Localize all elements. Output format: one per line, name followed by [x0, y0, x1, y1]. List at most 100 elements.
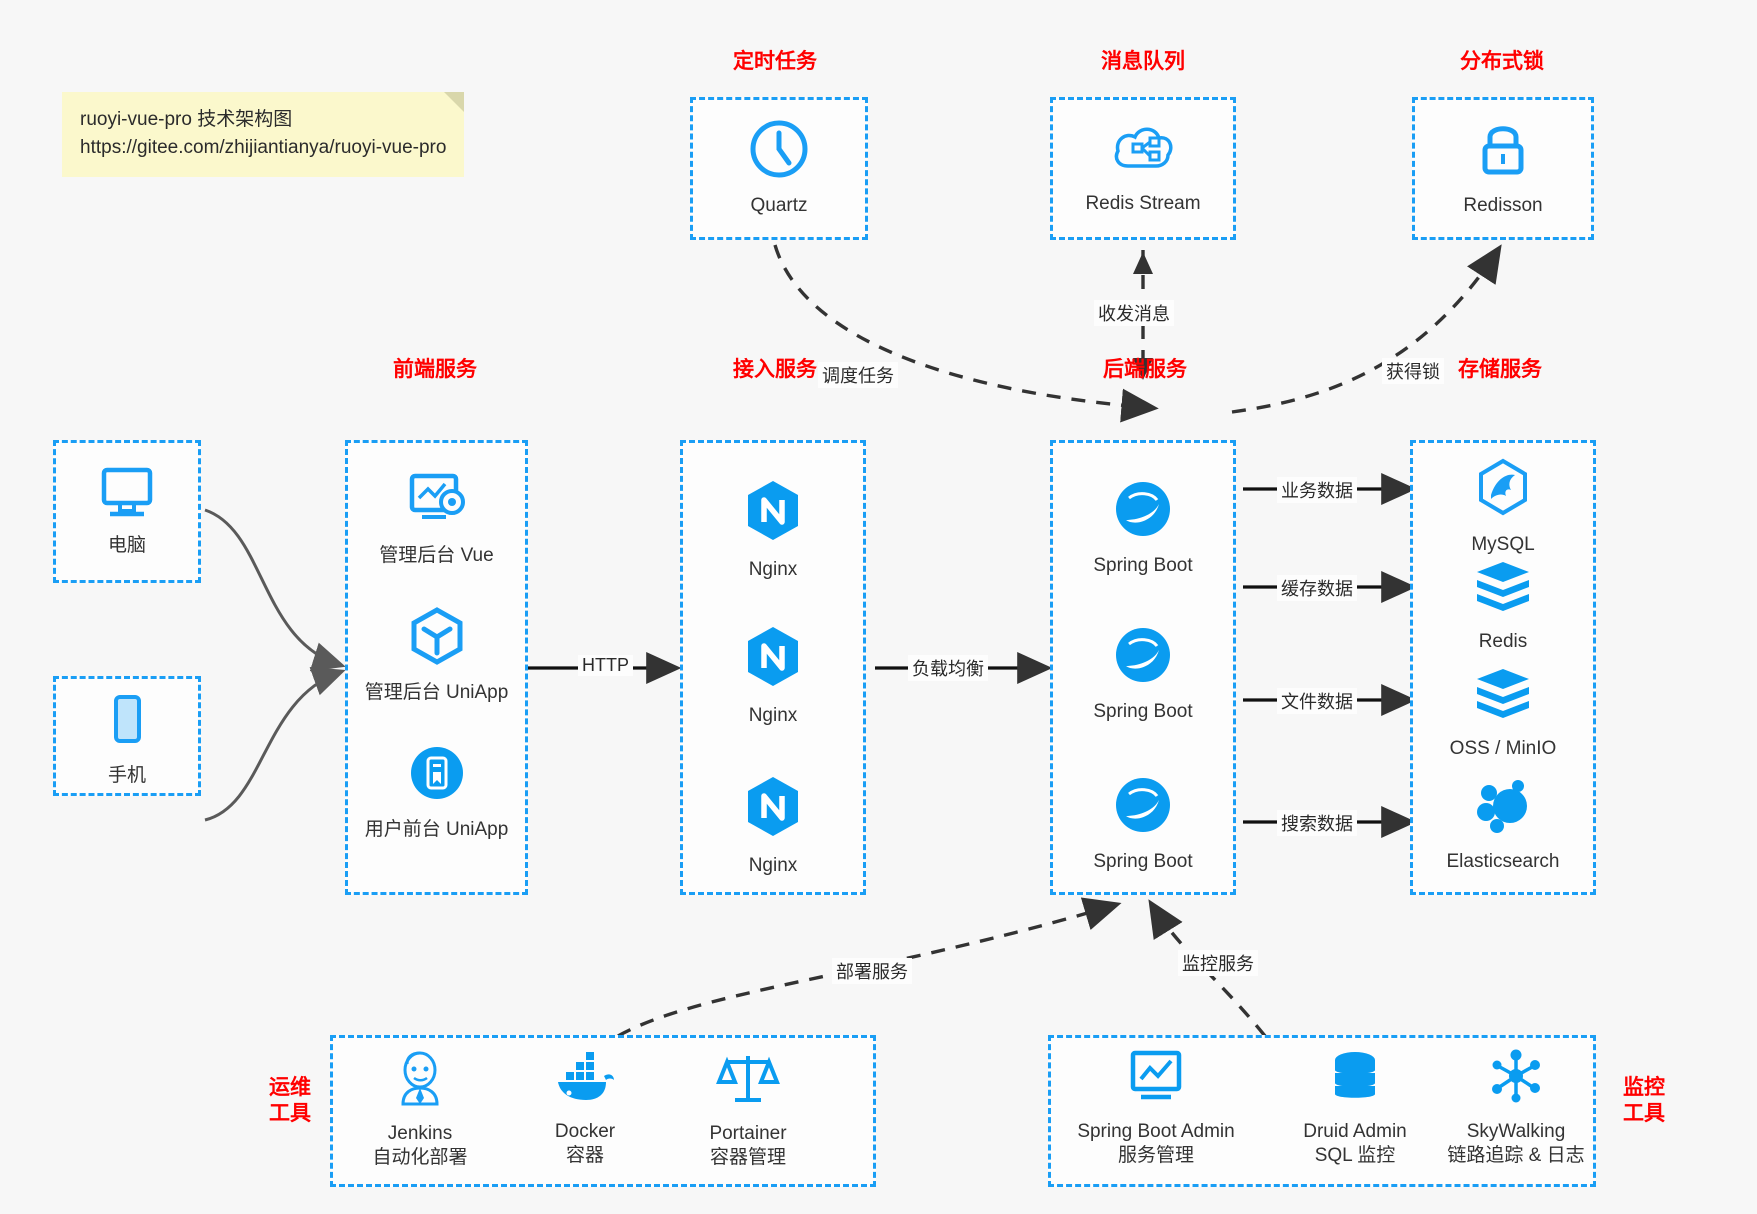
wire-mq-arrow-up: [1133, 252, 1153, 274]
node-spring-boot-3[interactable]: Spring Boot: [1058, 774, 1228, 874]
node-label: MySQL: [1471, 533, 1535, 555]
group-title-monitoring-line1: 监控: [1623, 1076, 1665, 1099]
node-jenkins[interactable]: Jenkins 自动化部署: [340, 1048, 500, 1171]
group-box-distributed-lock: [1412, 97, 1594, 240]
node-label: Nginx: [748, 704, 798, 726]
node-admin-vue[interactable]: 管理后台 Vue: [350, 470, 523, 568]
group-title-devops: 运维 工具: [258, 1075, 322, 1128]
dashboard-gear-icon: [350, 470, 523, 538]
node-label: Spring Boot: [1093, 850, 1193, 872]
group-title-monitoring-line2: 工具: [1623, 1102, 1665, 1126]
edge-label-monitor-service: 监控服务: [1178, 950, 1258, 976]
group-box-message-queue: [1050, 97, 1236, 240]
edge-label-http: HTTP: [578, 655, 633, 676]
node-mysql[interactable]: MySQL: [1418, 457, 1588, 557]
monitor-chart-icon: [1058, 1048, 1254, 1114]
node-sublabel: 服务管理: [1117, 1145, 1194, 1167]
node-elasticsearch[interactable]: Elasticsearch: [1418, 778, 1588, 874]
note-line-2: https://gitee.com/zhijiantianya/ruoyi-vu…: [80, 136, 447, 158]
node-nginx-3[interactable]: Nginx: [688, 774, 858, 878]
node-sublabel: 自动化部署: [372, 1147, 468, 1169]
node-label: OSS / MinIO: [1449, 737, 1557, 759]
group-title-devops-line2: 工具: [269, 1102, 311, 1126]
node-sublabel: 容器: [565, 1145, 604, 1167]
group-title-scheduled-task: 定时任务: [733, 50, 817, 73]
node-spring-boot-admin[interactable]: Spring Boot Admin 服务管理: [1058, 1048, 1254, 1169]
group-title-distributed-lock: 分布式锁: [1460, 50, 1544, 73]
node-label: 用户前台 UniApp: [364, 818, 509, 840]
node-label: Jenkins: [387, 1122, 453, 1144]
skywalking-icon: [1428, 1048, 1604, 1114]
node-label: 电脑: [107, 534, 146, 556]
edge-label-file-data: 文件数据: [1277, 688, 1357, 714]
node-label: Spring Boot Admin: [1077, 1120, 1235, 1142]
node-label: Docker: [554, 1120, 616, 1142]
group-title-storage: 存储服务: [1458, 358, 1542, 381]
node-sublabel: 容器管理: [709, 1147, 786, 1169]
nginx-icon: [688, 774, 858, 848]
lock-icon: [1420, 118, 1586, 188]
desktop-icon: [60, 462, 194, 528]
spring-boot-icon: [1058, 774, 1228, 844]
edge-label-send-receive-message: 收发消息: [1094, 300, 1174, 326]
node-admin-uniapp[interactable]: 管理后台 UniApp: [350, 605, 523, 705]
wire-desktop-to-frontend: [204, 508, 346, 672]
node-nginx-1[interactable]: Nginx: [688, 478, 858, 582]
node-label: 管理后台 Vue: [379, 544, 494, 566]
group-title-backend: 后端服务: [1103, 358, 1187, 381]
node-desktop[interactable]: 电脑: [60, 462, 194, 558]
cloud-stream-icon: [1058, 120, 1228, 186]
node-redis[interactable]: Redis: [1418, 558, 1588, 654]
cube-icon: [350, 605, 523, 675]
group-title-frontend: 前端服务: [393, 358, 477, 381]
node-sublabel: SQL 监控: [1314, 1145, 1396, 1167]
node-skywalking[interactable]: SkyWalking 链路追踪 & 日志: [1428, 1048, 1604, 1169]
node-redisson[interactable]: Redisson: [1420, 118, 1586, 218]
group-title-devops-line1: 运维: [269, 1076, 311, 1099]
mysql-icon: [1418, 457, 1588, 527]
node-quartz[interactable]: Quartz: [700, 118, 858, 218]
node-spring-boot-1[interactable]: Spring Boot: [1058, 478, 1228, 578]
node-label: Redisson: [1463, 194, 1543, 216]
edge-label-deploy-service: 部署服务: [832, 958, 912, 984]
node-user-uniapp[interactable]: 用户前台 UniApp: [350, 742, 523, 842]
node-label: Spring Boot: [1093, 554, 1193, 576]
node-label: Druid Admin: [1303, 1120, 1407, 1142]
node-druid-admin[interactable]: Druid Admin SQL 监控: [1272, 1048, 1438, 1169]
node-label: Spring Boot: [1093, 700, 1193, 722]
node-label: Portainer: [709, 1122, 787, 1144]
node-portainer[interactable]: Portainer 容器管理: [668, 1048, 828, 1171]
nginx-icon: [688, 478, 858, 552]
node-label: Nginx: [748, 558, 798, 580]
node-label: SkyWalking: [1466, 1120, 1566, 1142]
note-fold-corner: [444, 92, 465, 112]
portainer-scales-icon: [668, 1048, 828, 1116]
edge-label-search-data: 搜索数据: [1277, 810, 1357, 836]
node-label: 管理后台 UniApp: [364, 681, 509, 703]
node-docker[interactable]: Docker 容器: [505, 1048, 665, 1169]
jenkins-icon: [340, 1048, 500, 1116]
node-nginx-2[interactable]: Nginx: [688, 624, 858, 728]
redis-icon: [1418, 558, 1588, 624]
node-label: Redis: [1478, 630, 1528, 652]
node-mobile[interactable]: 手机: [60, 692, 194, 788]
edge-label-acquire-lock: 获得锁: [1382, 358, 1444, 384]
nginx-icon: [688, 624, 858, 698]
node-label: Nginx: [748, 854, 798, 876]
node-redis-stream[interactable]: Redis Stream: [1058, 120, 1228, 216]
elasticsearch-icon: [1418, 778, 1588, 844]
spring-boot-icon: [1058, 478, 1228, 548]
node-label: Redis Stream: [1085, 192, 1201, 214]
title-note: ruoyi-vue-pro 技术架构图 https://gitee.com/zh…: [62, 92, 465, 178]
group-title-message-queue: 消息队列: [1101, 50, 1185, 73]
node-oss-minio[interactable]: OSS / MinIO: [1418, 665, 1588, 761]
spring-boot-icon: [1058, 624, 1228, 694]
node-label: Elasticsearch: [1446, 850, 1560, 872]
note-line-1: ruoyi-vue-pro 技术架构图: [80, 109, 293, 130]
node-spring-boot-2[interactable]: Spring Boot: [1058, 624, 1228, 724]
node-label: 手机: [107, 764, 146, 786]
group-title-gateway: 接入服务: [733, 358, 817, 381]
edge-label-schedule-task: 调度任务: [818, 362, 898, 388]
node-label: Quartz: [750, 194, 808, 216]
